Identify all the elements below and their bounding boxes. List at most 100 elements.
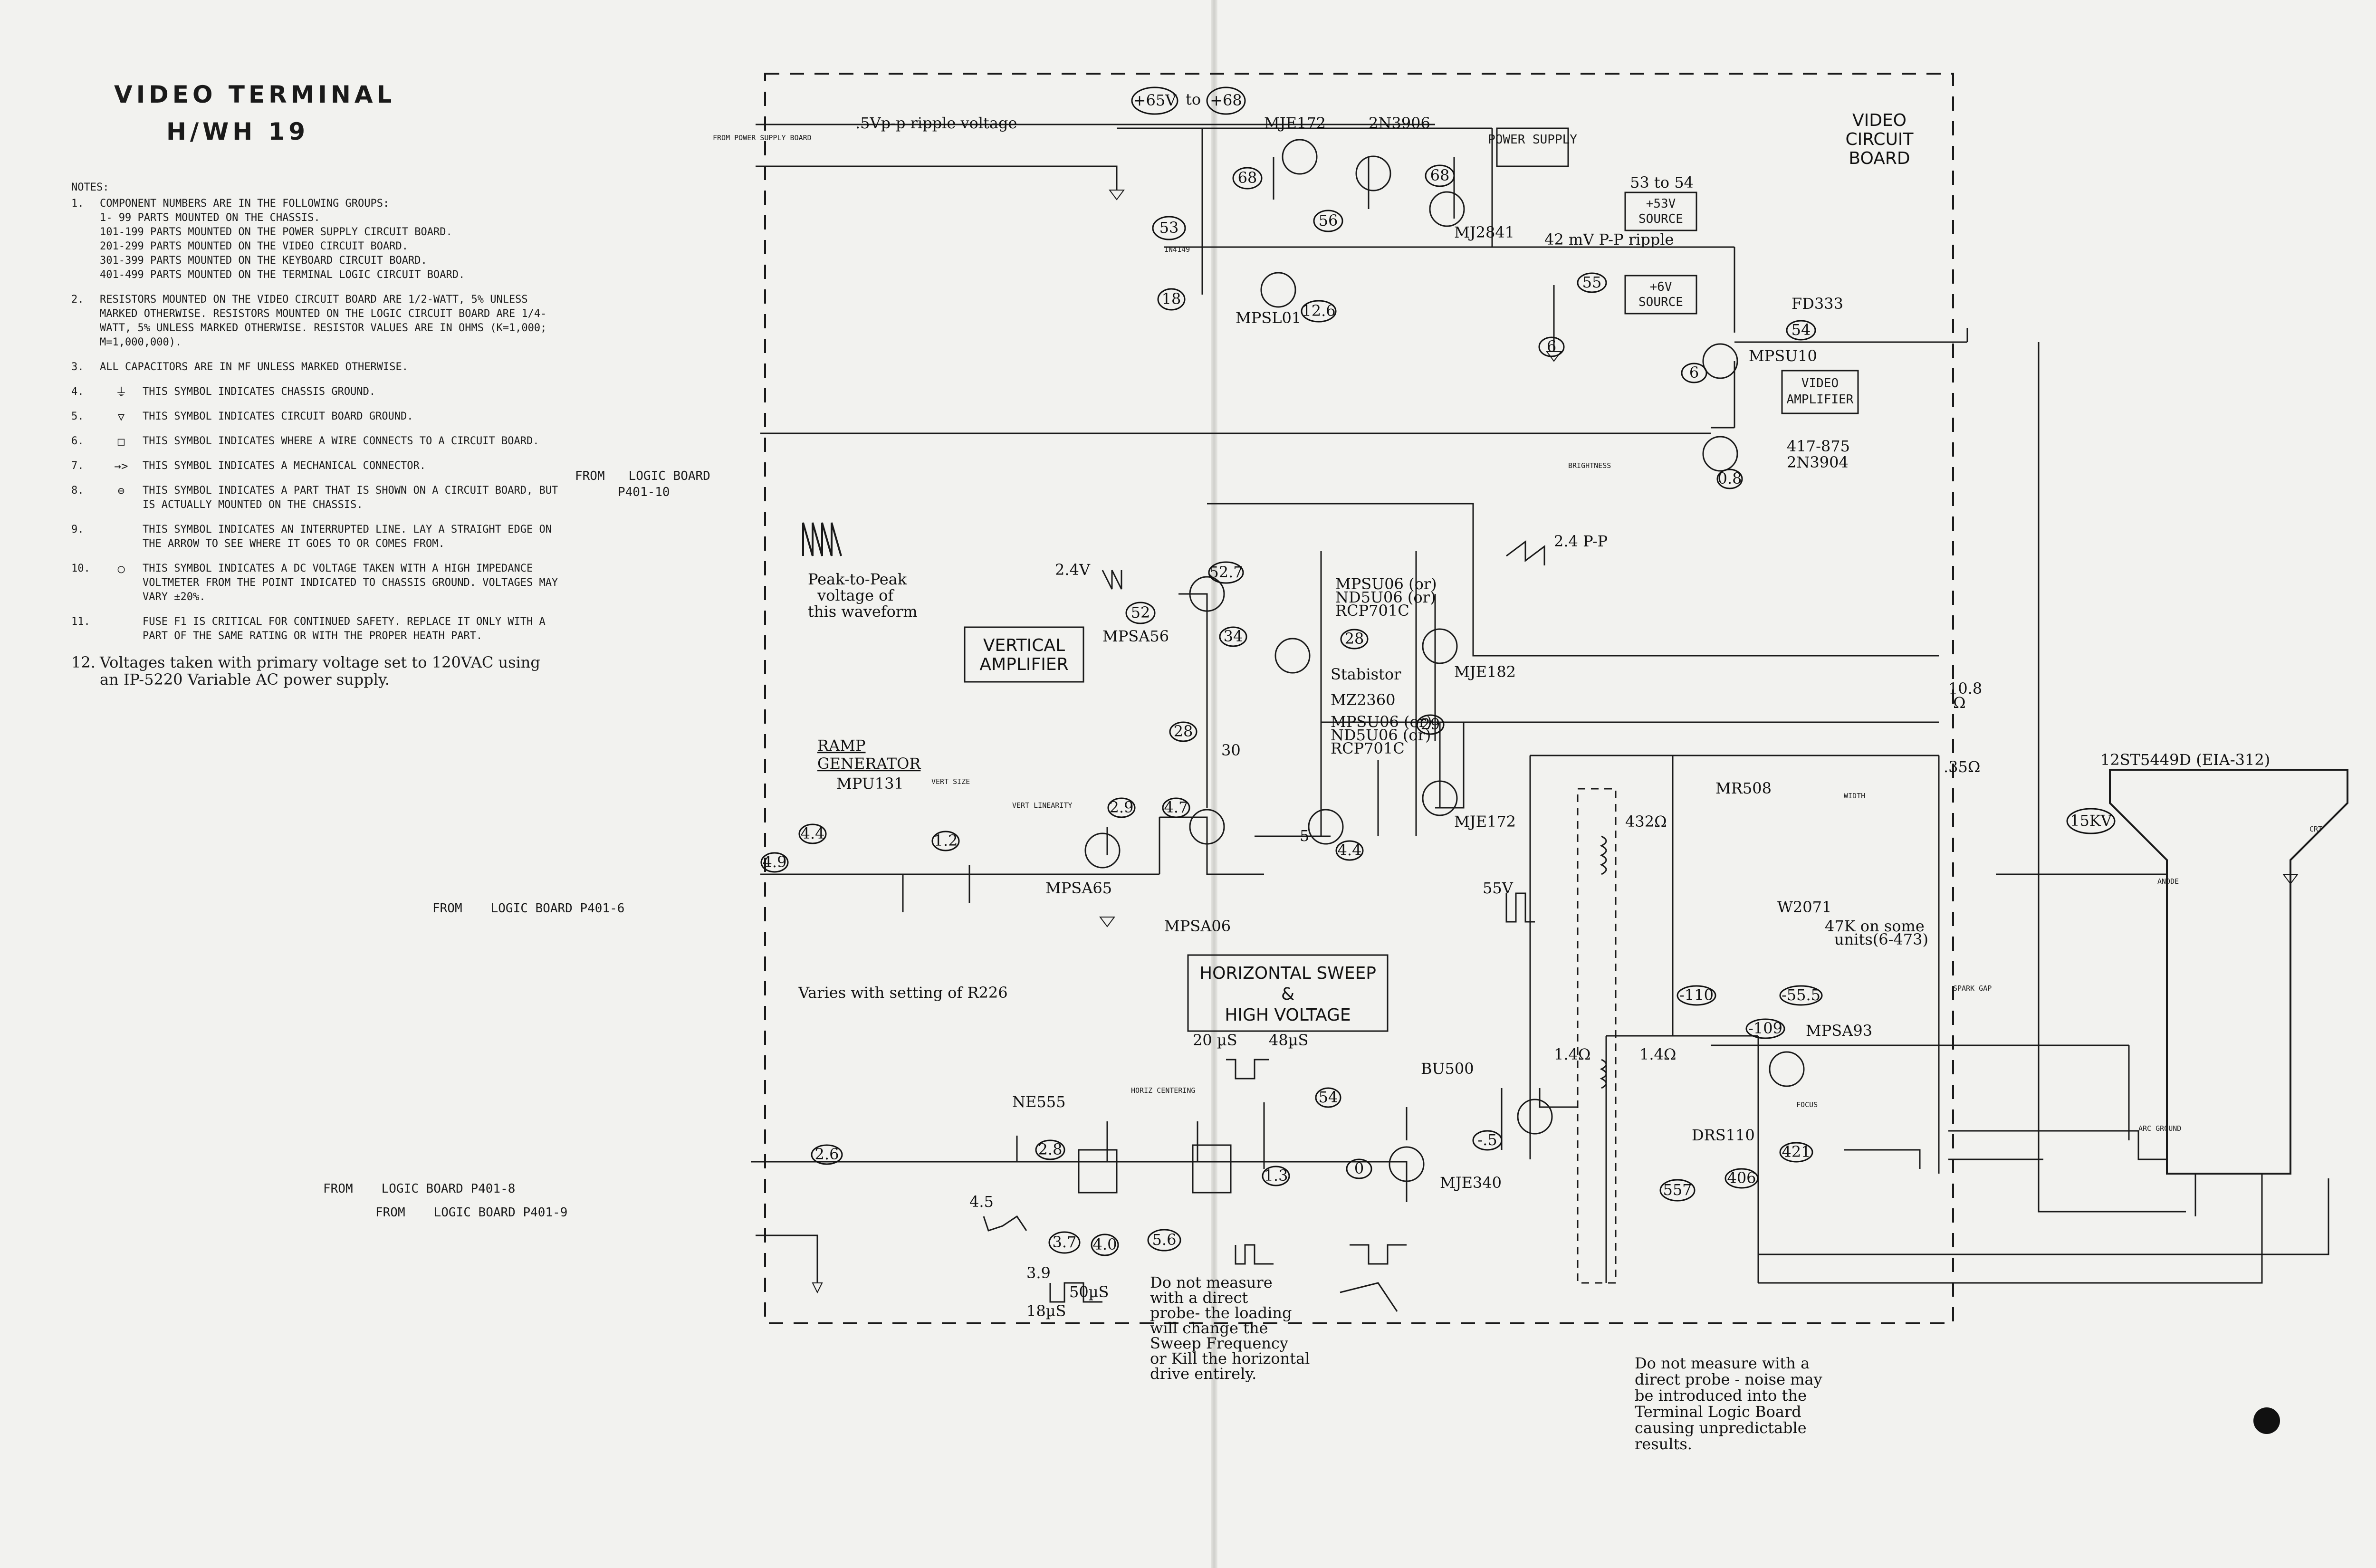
note-number: 8.	[71, 485, 84, 497]
source-6v-box	[1624, 275, 1697, 315]
note-text: RESISTORS MOUNTED ON THE VIDEO CIRCUIT B…	[100, 294, 547, 348]
voltage-ellipse	[1232, 167, 1263, 190]
voltage-ellipse	[931, 831, 960, 851]
part-q204: MPSA06	[1164, 917, 1231, 935]
voltage-text: +65V	[1133, 91, 1177, 109]
note-text: THIS SYMBOL INDICATES A PART THAT IS SHO…	[143, 485, 558, 511]
crt-wiring	[1711, 1044, 2167, 1169]
note-9: 9.THIS SYMBOL INDICATES AN INTERRUPTED L…	[71, 523, 561, 551]
note-text: THIS SYMBOL INDICATES A DC VOLTAGE TAKEN…	[143, 563, 558, 603]
part-w2071: W2071	[1777, 898, 1831, 916]
note-number: 7.	[71, 460, 84, 472]
transistor-q213	[1429, 191, 1465, 227]
voltage-ellipse	[1035, 1139, 1065, 1160]
voltage-text: 3.9	[1026, 1264, 1051, 1282]
transistor-q212	[1355, 155, 1391, 191]
ripple-label-1: .5Vp-p ripple voltage	[855, 114, 1017, 132]
source-53v-box	[1624, 191, 1697, 231]
filament-wiring	[1758, 1174, 2329, 1284]
voltage-text: 3.7	[1053, 1233, 1077, 1251]
mechanical-connector-icon: →>	[114, 459, 128, 473]
voltage-ellipse	[1716, 468, 1743, 489]
brightness-label: BRIGHTNESS	[1568, 461, 1611, 470]
transistor-q205	[1274, 638, 1311, 674]
us50-note: 50µS	[1069, 1283, 1109, 1301]
vertical-amplifier-box	[964, 626, 1084, 683]
voltage-ellipse	[1677, 985, 1716, 1006]
us48-note: 48µS	[1269, 1031, 1308, 1049]
voltage-ellipse	[1346, 1158, 1372, 1179]
ohm14b-note: 1.4Ω	[1639, 1045, 1676, 1063]
wire-connect-icon: □	[117, 435, 125, 448]
us18-note: 18µS	[1026, 1302, 1066, 1320]
transistor-q204	[1189, 809, 1225, 845]
part-q207-sub: MPSU06 (or)ND5U06 (or)RCP701C	[1335, 575, 1437, 620]
horizontal-sweep-label: HORIZONTAL SWEEP&HIGH VOLTAGE	[1199, 964, 1376, 1025]
voltage-ellipse	[1147, 1229, 1181, 1252]
ripple-label-2: 42 mV P-P ripple	[1544, 230, 1674, 249]
note-text: THIS SYMBOL INDICATES WHERE A WIRE CONNE…	[143, 435, 539, 447]
note-number: 3.	[71, 361, 84, 373]
voltage-text: 53 to 54	[1630, 173, 1694, 191]
voltage-text: -.5	[1477, 1131, 1497, 1149]
voltage-ellipse	[1315, 1087, 1341, 1108]
note-number: 6.	[71, 435, 84, 447]
vertical-rails	[1320, 551, 1417, 836]
voltage-ellipse	[1301, 300, 1337, 323]
us20-note: 20 µS	[1193, 1031, 1237, 1049]
note-3: 3.ALL CAPACITORS ARE IN µF UNLESS MARKED…	[71, 360, 561, 374]
transistor-q216	[1389, 1146, 1425, 1182]
voltage-text: 12.6	[1302, 302, 1335, 320]
part-q208: MJE172	[1454, 813, 1516, 831]
note-1: 1.COMPONENT NUMBERS ARE IN THE FOLLOWING…	[71, 197, 561, 282]
voltage-ellipse	[1206, 86, 1246, 115]
part-fd333: FD333	[1792, 295, 1843, 313]
voltage-text: 54	[1319, 1088, 1338, 1106]
voltage-ellipse	[1313, 210, 1343, 232]
part-q206-sub: MPSU06 (or)ND5U06 (or)RCP701C	[1331, 713, 1432, 757]
voltage-text: 5.6	[1152, 1231, 1177, 1249]
voltage-ellipse	[1107, 797, 1136, 818]
ohm35-note: .35Ω	[1944, 758, 1980, 776]
voltage-text: 4.4	[1338, 841, 1362, 859]
hv-wiring	[1529, 755, 1940, 1283]
notes-block: NOTES: 1.COMPONENT NUMBERS ARE IN THE FO…	[71, 181, 561, 698]
power-wiring-2	[1273, 157, 1455, 219]
part-q213: MJ2841	[1454, 223, 1514, 241]
voltage-text: 18	[1162, 290, 1181, 308]
note-text: COMPONENT NUMBERS ARE IN THE FOLLOWING G…	[100, 198, 465, 281]
voltage-text: 0	[1354, 1159, 1364, 1177]
voltage-ellipse	[1681, 363, 1707, 383]
part-q214: MPSU10	[1749, 347, 1817, 365]
crt-outline	[2109, 769, 2348, 1175]
note-number: 5.	[71, 411, 84, 422]
from-power-supply-label: FROM POWER SUPPLY BOARD	[713, 134, 812, 142]
horiz-waveform-1	[1226, 1059, 1269, 1080]
ohm14a-note: 1.4Ω	[1554, 1045, 1590, 1063]
voltage-ellipse	[1125, 602, 1156, 624]
horizontal-sweep-box	[1187, 954, 1389, 1032]
voltage-ellipse	[1416, 714, 1445, 735]
blk-wiring	[756, 1234, 818, 1283]
voltage-ellipse	[1162, 797, 1190, 818]
part-q202: MPSA65	[1045, 879, 1112, 897]
voltage-text: 53	[1159, 219, 1179, 237]
part-mje340: MJE340	[1440, 1174, 1502, 1192]
note-number: 12.	[71, 653, 96, 671]
voltage-text: +68	[1210, 91, 1242, 109]
board-outline	[764, 73, 1954, 1324]
part-q201: MPU131	[836, 774, 904, 793]
horiz-waveform-5	[1340, 1244, 1407, 1312]
note-text: Voltages taken with primary voltage set …	[100, 653, 540, 688]
voltage-text: 28	[1174, 722, 1193, 740]
v24-note: 2.4V	[1055, 561, 1091, 579]
voltage-text: 421	[1782, 1143, 1811, 1161]
ramp-wiring	[760, 816, 1331, 912]
voltage-ellipse	[1538, 336, 1565, 357]
